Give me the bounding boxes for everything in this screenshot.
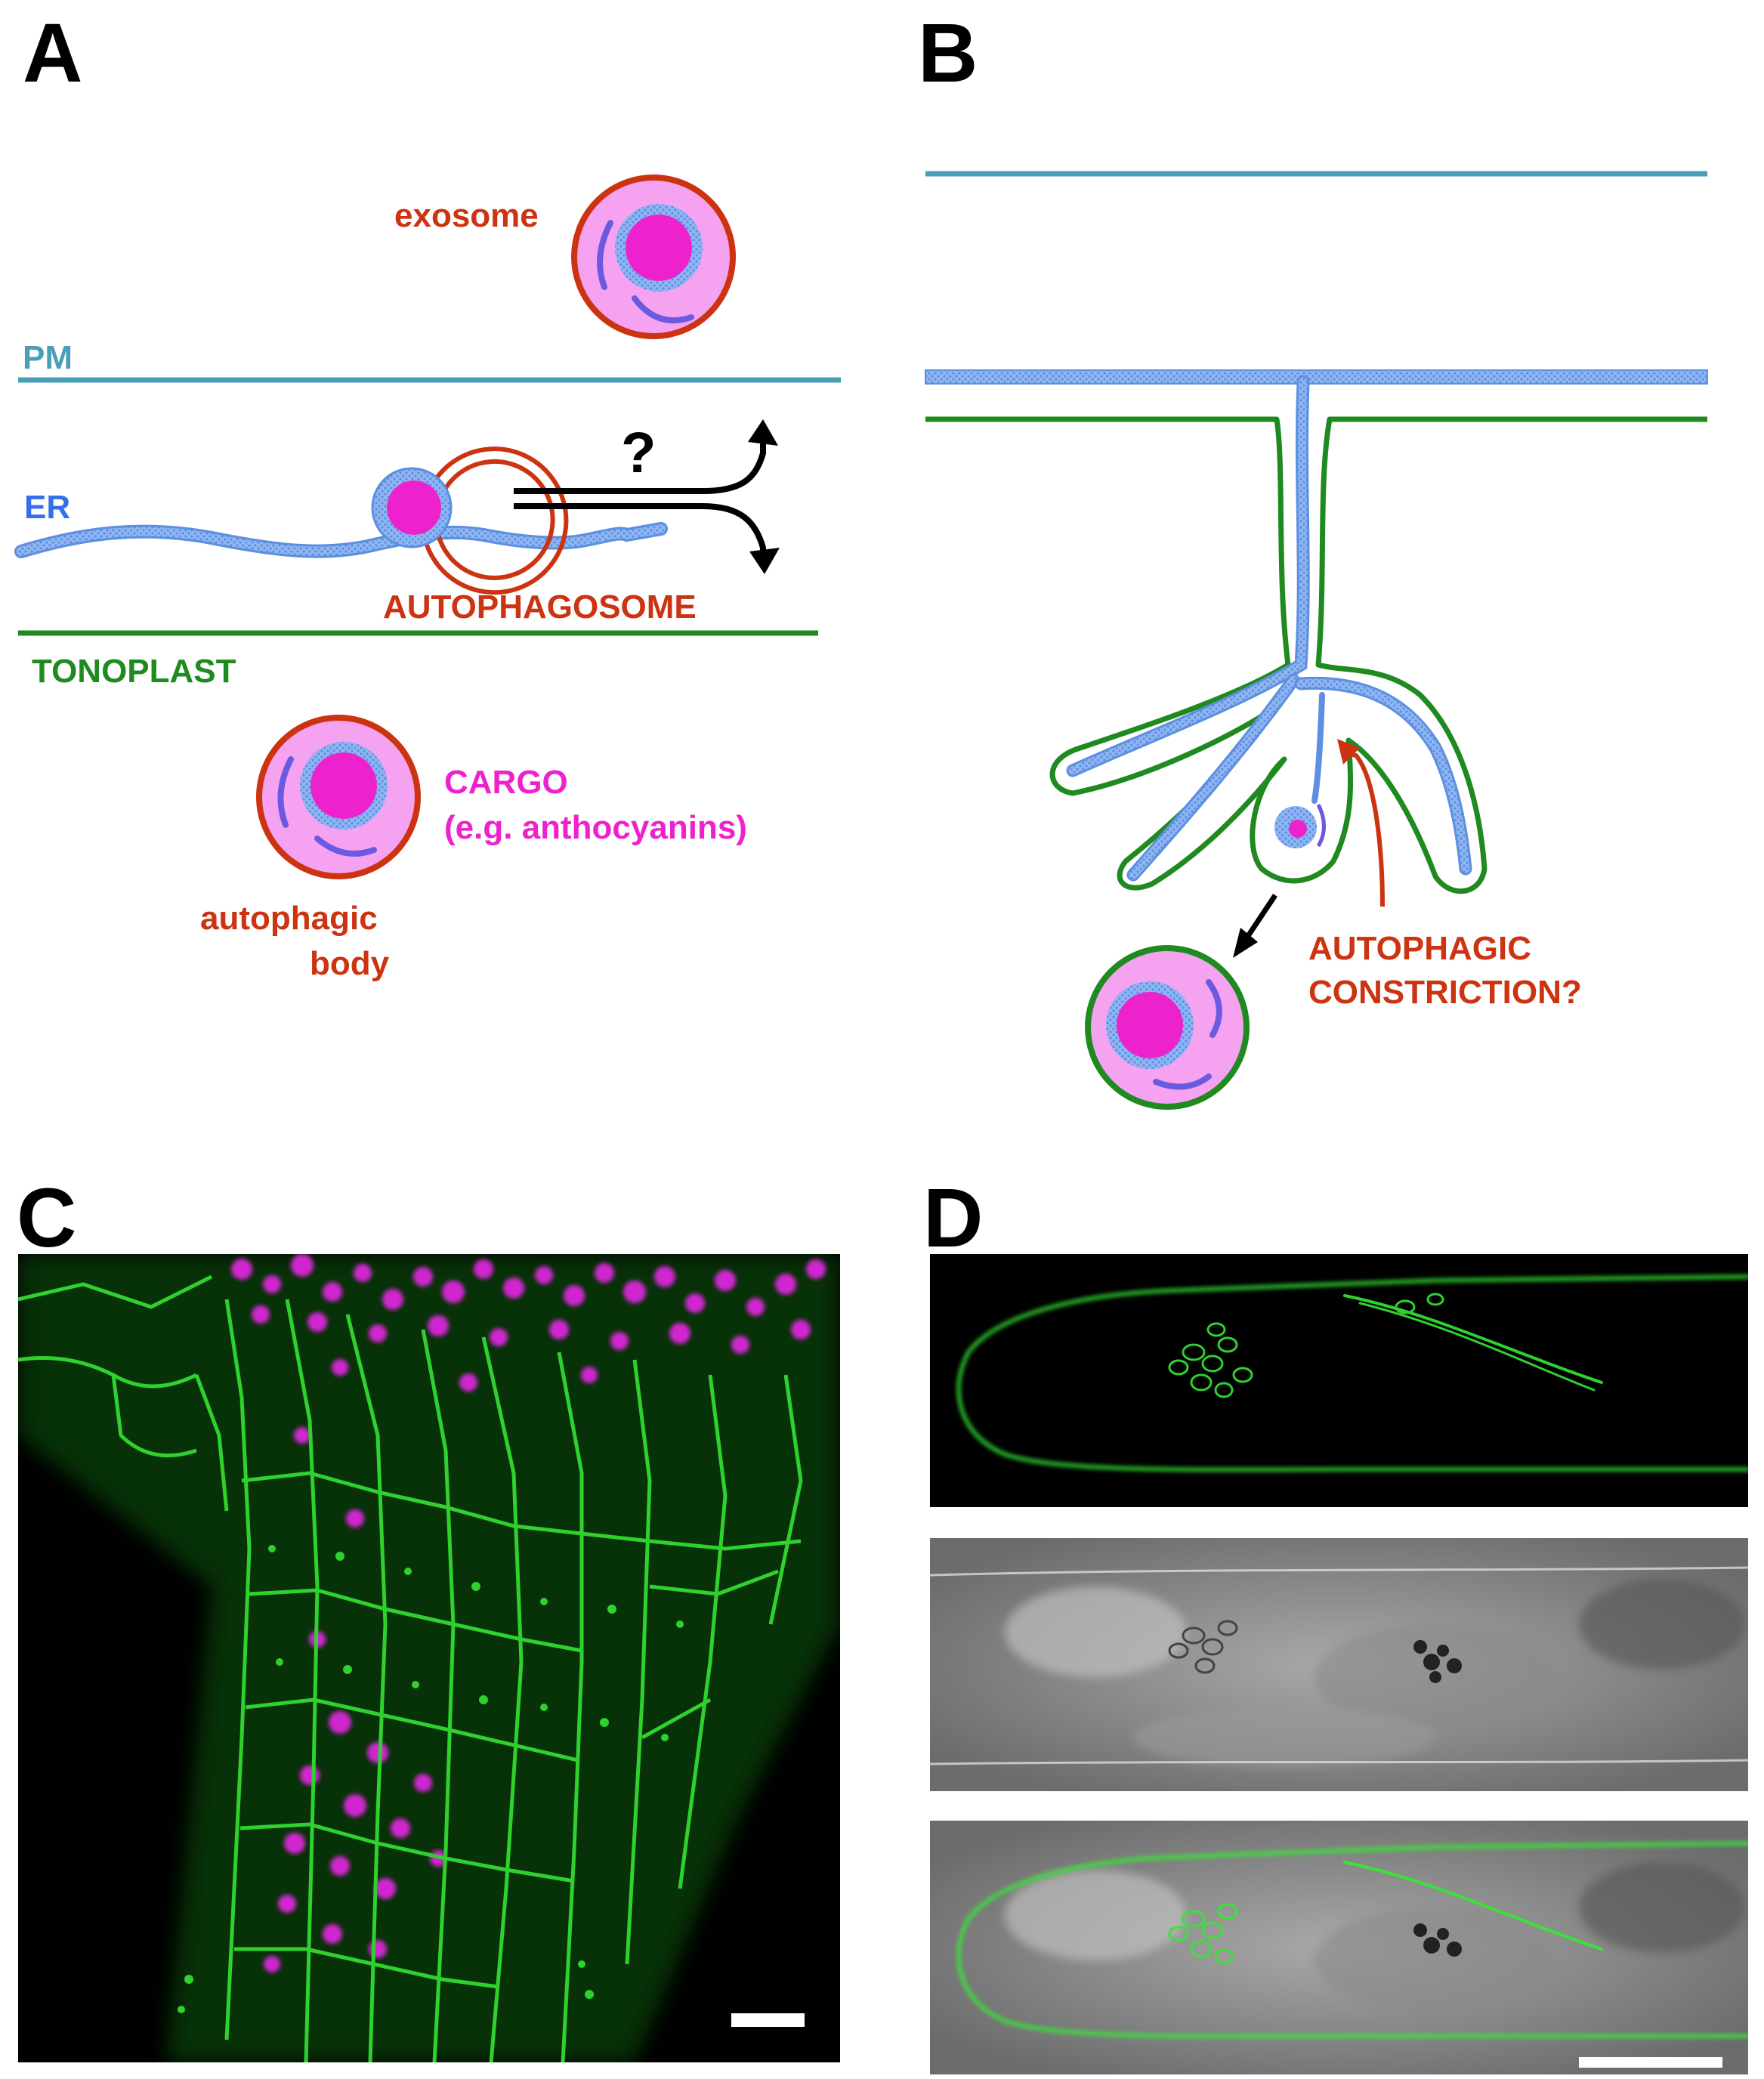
constriction-label-2: CONSTRICTION? bbox=[1308, 974, 1582, 1011]
constriction-arrow bbox=[1340, 749, 1385, 907]
brightfield-image-d2 bbox=[930, 1538, 1748, 1791]
panel-c-letter: C bbox=[17, 1172, 76, 1265]
autophagic-body-label-1: autophagic bbox=[200, 900, 378, 937]
confocal-image-d1 bbox=[930, 1254, 1748, 1507]
panel-b: B AUTOPHAGIC CONSTRICTION? bbox=[918, 7, 1708, 1110]
er-sheet bbox=[925, 369, 1708, 385]
cell-walls bbox=[18, 1274, 803, 2062]
panel-b-letter: B bbox=[918, 7, 978, 100]
panel-d: D bbox=[923, 1172, 1748, 2074]
pigment-aggregate-d2 bbox=[1413, 1640, 1462, 1683]
exosome-label: exosome bbox=[394, 197, 539, 234]
panel-a-letter: A bbox=[23, 7, 82, 100]
vesicles-d2 bbox=[1168, 1620, 1238, 1674]
autophagic-body bbox=[256, 715, 421, 879]
tonoplast-invagination bbox=[925, 416, 1707, 894]
cargo-label: CARGO bbox=[444, 764, 568, 801]
constricting-vesicle bbox=[1274, 803, 1326, 848]
autophagosome bbox=[371, 446, 569, 595]
panel-a: A exosome PM ER ? bbox=[14, 7, 841, 982]
exosome-vesicle bbox=[571, 175, 736, 339]
cargo-example-label: (e.g. anthocyanins) bbox=[444, 809, 747, 846]
autophagosome-label: AUTOPHAGOSOME bbox=[383, 588, 697, 626]
scale-bar-c bbox=[731, 2013, 805, 2027]
er-tubules bbox=[1066, 375, 1472, 882]
confocal-image-c bbox=[18, 1254, 840, 2062]
constriction-label-1: AUTOPHAGIC bbox=[1308, 930, 1531, 967]
er-label: ER bbox=[24, 489, 70, 526]
punctate-structures bbox=[178, 1545, 684, 2013]
question-mark: ? bbox=[621, 421, 656, 485]
autophagic-body-label-2: body bbox=[310, 945, 390, 982]
er-bodies-d1 bbox=[1168, 1293, 1444, 1398]
pm-label: PM bbox=[23, 339, 73, 376]
fate-arrows bbox=[514, 419, 780, 574]
merged-image-d3 bbox=[930, 1821, 1748, 2074]
released-vesicle bbox=[1085, 945, 1250, 1110]
tonoplast-label: TONOPLAST bbox=[32, 653, 236, 690]
release-arrow bbox=[1243, 894, 1277, 942]
panel-c: C bbox=[17, 1172, 840, 2062]
anthocyanin-vacuoles bbox=[231, 1254, 826, 1972]
scale-bar-d bbox=[1579, 2057, 1722, 2068]
panel-d-letter: D bbox=[923, 1172, 983, 1265]
